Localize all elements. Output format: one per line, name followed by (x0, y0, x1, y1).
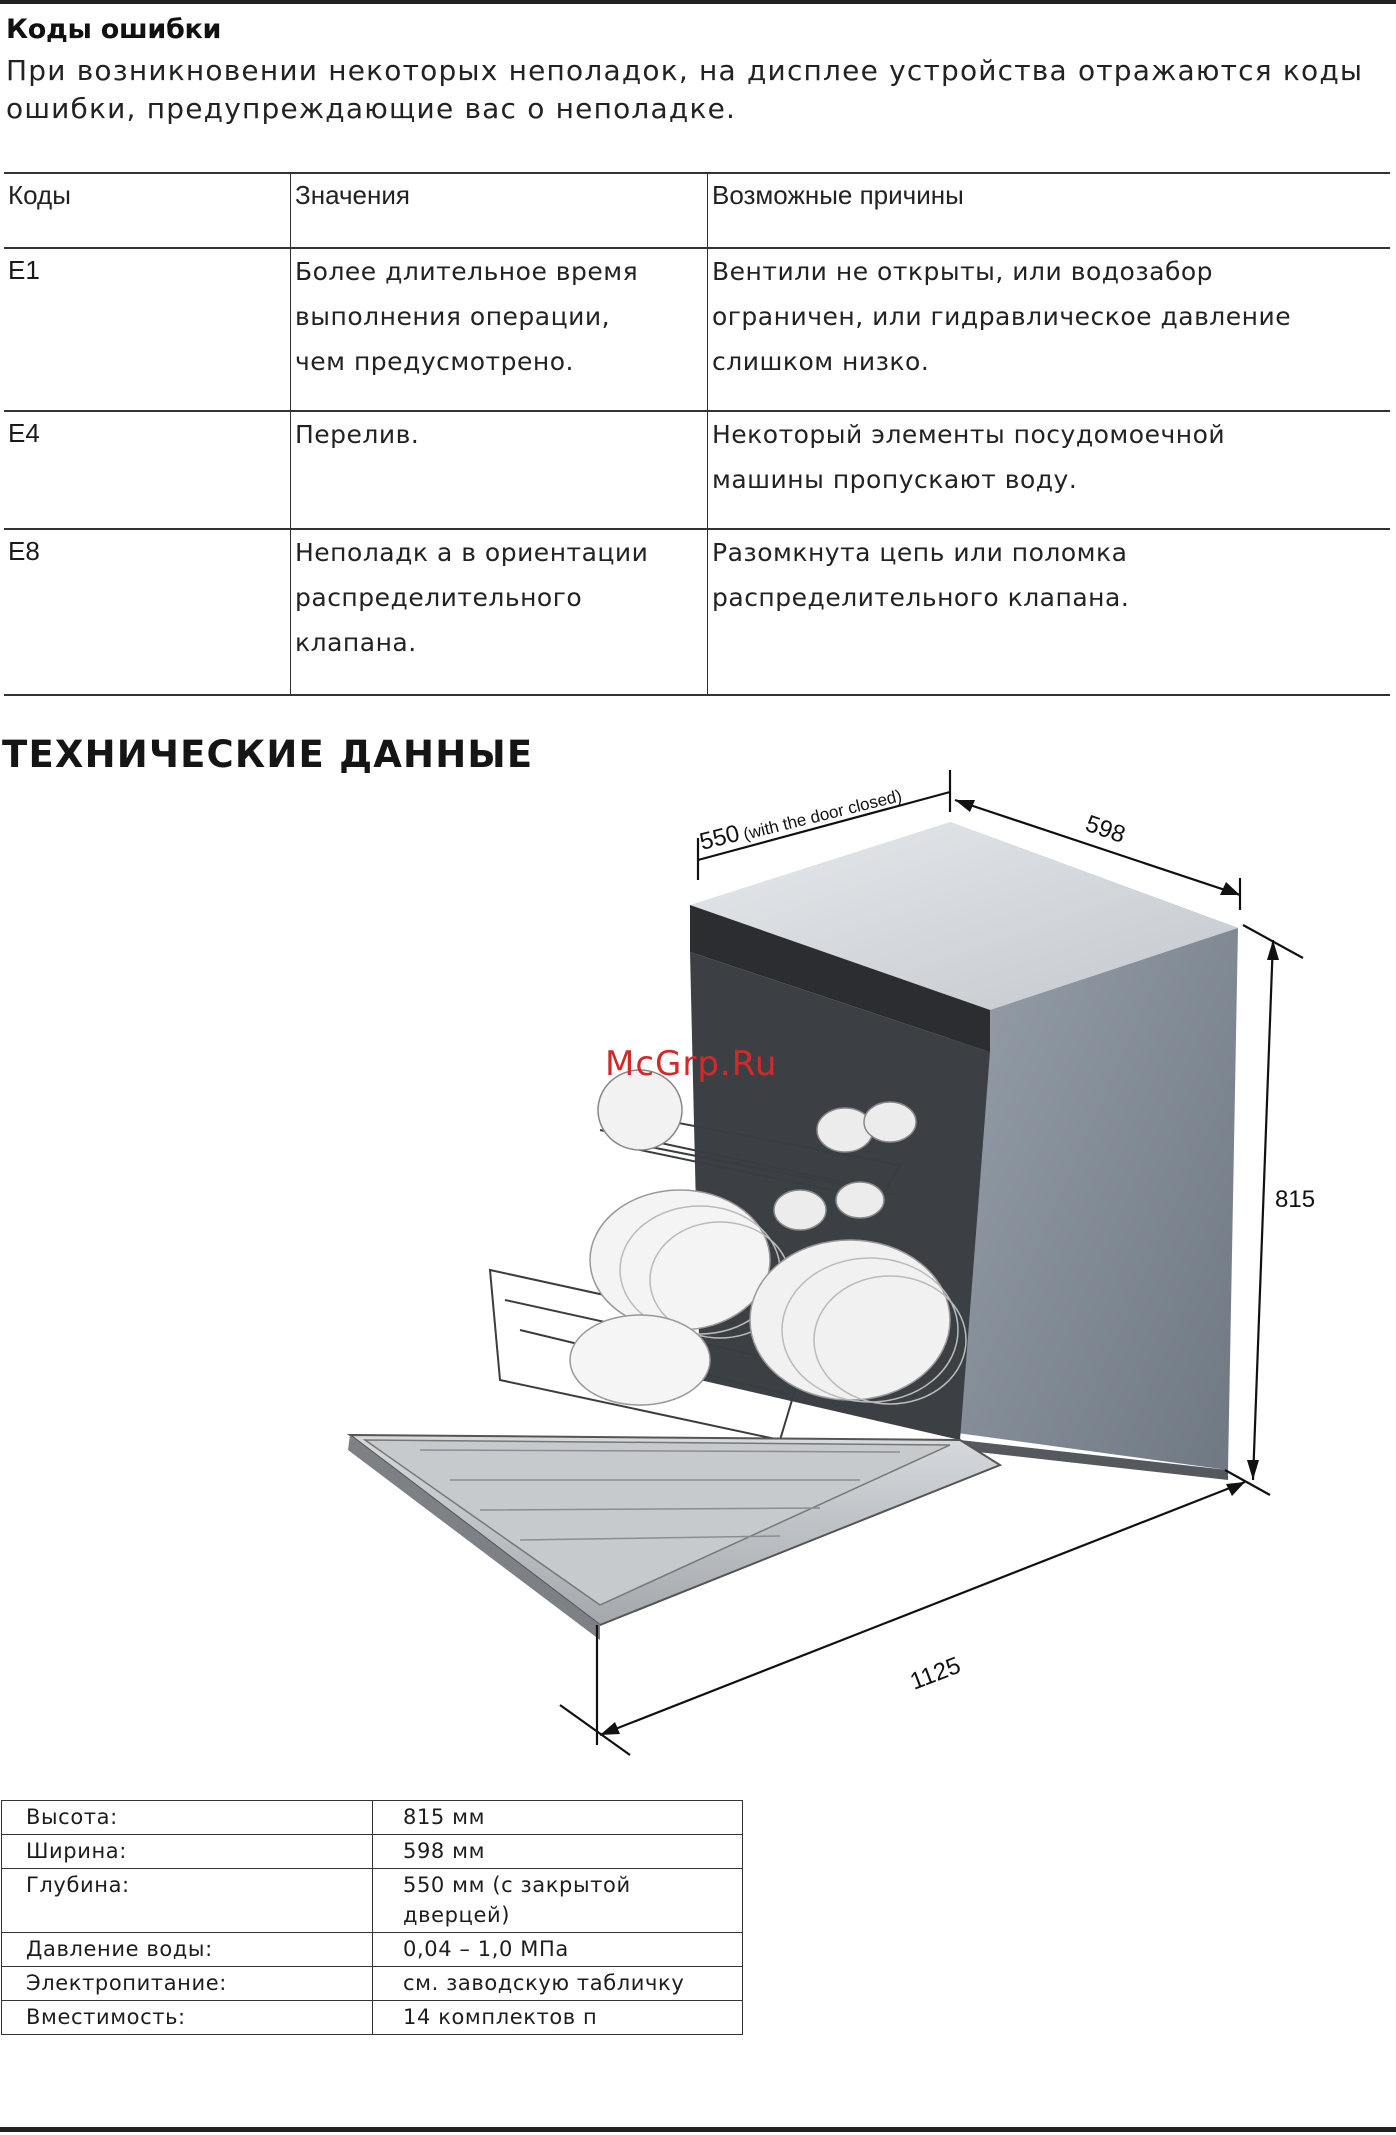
spec-label: Электропитание: (1, 1966, 373, 2001)
spec-label: Давление воды: (1, 1932, 373, 1967)
spec-value: 550 мм (с закрытой дверцей) (372, 1868, 743, 1933)
table-bottom-rule (4, 694, 1390, 696)
spec-label: Вместимость: (1, 2000, 373, 2035)
spec-value: см. заводскую табличку (372, 1966, 743, 2001)
cabinet-body (690, 822, 1238, 1480)
specs-table: Высота: 815 мм Ширина: 598 мм Глубина: 5… (1, 1800, 743, 2035)
spec-label: Глубина: (1, 1868, 373, 1933)
table-row: Давление воды: 0,04 – 1,0 МПа (1, 1932, 743, 1967)
open-door (346, 1433, 1003, 1640)
tech-data-title: ТЕХНИЧЕСКИЕ ДАННЫЕ (2, 733, 534, 776)
table-row: Электропитание: см. заводскую табличку (1, 1966, 743, 2001)
meaning-cell: Неполадк а в ориентации распределительно… (290, 530, 707, 696)
dishes (569, 1069, 967, 1406)
width-label: 598 (1082, 810, 1129, 849)
open-depth-label: 1125 (906, 1652, 964, 1696)
spec-value: 0,04 – 1,0 МПа (372, 1932, 743, 1967)
code-cell: E4 (8, 418, 40, 448)
table-row: Высота: 815 мм (1, 1800, 743, 1835)
depth-note-label: (with the door closed) (741, 786, 903, 844)
table-row: E4 Перелив. Некоторый элементы посудомое… (4, 410, 1390, 530)
spec-value: 598 мм (372, 1834, 743, 1869)
error-codes-title: Коды ошибки (6, 14, 222, 45)
table-header-row: Коды Значения Возможные причины (4, 172, 1390, 249)
code-cell: E1 (8, 255, 40, 285)
dishwasher-illustration: 550 (with the door closed) 598 815 1125 (346, 770, 1315, 1756)
bottom-rule (0, 2127, 1396, 2132)
spec-label: Ширина: (1, 1834, 373, 1869)
table-row: Вместимость: 14 комплектов п (1, 2000, 743, 2035)
table-row: E8 Неполадк а в ориентации распределител… (4, 528, 1390, 696)
cause-cell: Некоторый элементы посудомоечной машины … (707, 412, 1390, 530)
dimension-arrowheads (600, 800, 1279, 1735)
header-codes: Коды (8, 180, 71, 210)
cause-cell: Разомкнута цепь или поломка распределите… (707, 530, 1390, 696)
spec-value: 14 комплектов п (372, 2000, 743, 2035)
table-row: Ширина: 598 мм (1, 1834, 743, 1869)
top-rule (0, 0, 1396, 4)
spec-value: 815 мм (372, 1800, 743, 1835)
meaning-cell: Более длительное время выполнения операц… (290, 249, 707, 412)
table-row: Глубина: 550 мм (с закрытой дверцей) (1, 1868, 743, 1933)
cause-cell: Вентили не открыты, или водозабор ограни… (707, 249, 1390, 412)
error-codes-intro: При возникновении некоторых неполадок, н… (6, 54, 1364, 125)
header-causes: Возможные причины (707, 174, 1390, 249)
dimension-lines (559, 770, 1304, 1756)
spec-label: Высота: (1, 1800, 373, 1835)
meaning-cell: Перелив. (290, 412, 707, 530)
height-label: 815 (1275, 1186, 1315, 1213)
table-row: E1 Более длительное время выполнения опе… (4, 247, 1390, 412)
watermark: McGrp.Ru (605, 1044, 778, 1084)
code-cell: E8 (8, 536, 40, 566)
header-meanings: Значения (290, 174, 707, 249)
